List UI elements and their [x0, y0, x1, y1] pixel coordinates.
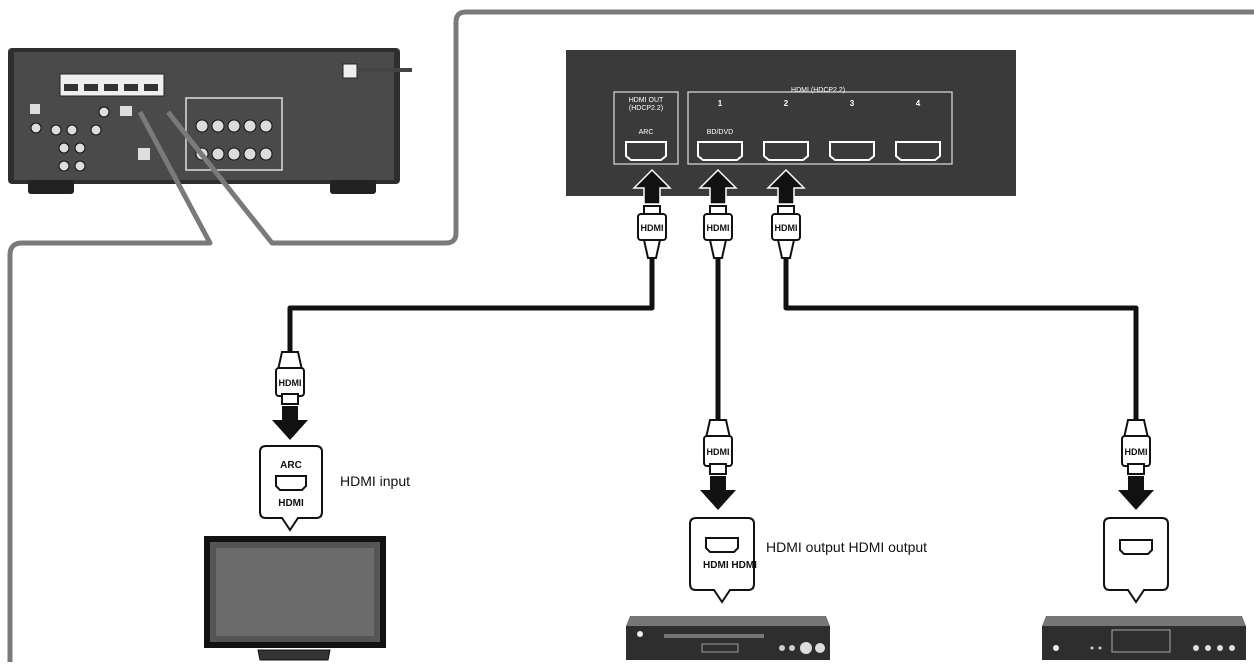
hdmi-plug-tv: HDMI — [275, 351, 305, 405]
hdmi-out-title: HDMI OUT — [629, 97, 664, 104]
cable-label: HDMI — [707, 447, 730, 457]
hdmi-in-port-3-icon — [829, 141, 875, 161]
hdmi-in-subtitle: (HDCP2.2) — [811, 87, 845, 94]
tv-hdmi-input-label: HDMI input — [340, 473, 410, 489]
hdmi-in-port-1-icon — [697, 141, 743, 161]
hdmi-out-subtitle: (HDCP2.2) — [629, 105, 663, 112]
hdmi-port-icon — [705, 537, 739, 553]
hdmi-out-port-icon — [625, 141, 667, 161]
arrow-up-icon — [698, 168, 738, 205]
cable-player2 — [783, 258, 1139, 420]
zoom-callout-outline — [7, 9, 1254, 662]
tv-bubble-hdmi-label: HDMI — [278, 498, 304, 509]
hdmi-plug-player1-cable-top: HDMI — [703, 205, 733, 259]
player2-hdmi-output-bubble — [1103, 517, 1169, 604]
hdmi-in-title: HDMI — [791, 87, 809, 94]
port-1-tag: BD/DVD — [707, 129, 733, 136]
cable-tv — [287, 258, 655, 352]
port-number-1: 1 — [718, 99, 723, 108]
arrow-down-icon — [1118, 476, 1154, 510]
hdmi-plug-player2: HDMI — [1121, 419, 1151, 475]
media-player-illustration — [1042, 616, 1246, 660]
tv-hdmi-arc-port-bubble: ARC HDMI — [259, 445, 323, 532]
arrow-down-icon — [272, 406, 308, 440]
port-number-3: 3 — [850, 99, 855, 108]
hdmi-plug-tv-cable-top: HDMI — [637, 205, 667, 259]
player1-bubble-hdmi-label: HDMI HDMI — [703, 560, 757, 571]
tv-bubble-arc-label: ARC — [280, 460, 302, 471]
cable-label: HDMI — [707, 223, 730, 233]
hdmi-plug-player2-cable-top: HDMI — [771, 205, 801, 259]
hdmi-panel: HDMI OUT (HDCP2.2) ARC HDMI (HDCP2.2) 1 … — [566, 50, 1016, 196]
arrow-down-icon — [700, 476, 736, 510]
port-number-2: 2 — [784, 99, 789, 108]
player1-hdmi-output-label: HDMI output HDMI output — [766, 539, 927, 555]
arrow-up-icon — [766, 168, 806, 205]
hdmi-port-icon — [1119, 539, 1153, 555]
receiver-rear — [8, 48, 412, 194]
hdmi-port-icon — [275, 475, 307, 491]
bd-dvd-player-illustration — [626, 616, 830, 660]
hdmi-in-port-2-icon — [763, 141, 809, 161]
tv-illustration — [204, 536, 386, 661]
player1-hdmi-output-bubble: HDMI HDMI — [689, 517, 757, 604]
cable-label: HDMI — [641, 223, 664, 233]
cable-label: HDMI — [1125, 447, 1148, 457]
hdmi-in-port-4-icon — [895, 141, 941, 161]
hdmi-plug-player1: HDMI — [703, 419, 733, 475]
arrow-up-icon — [632, 168, 672, 205]
cable-label: HDMI — [279, 378, 302, 388]
arc-small-label: ARC — [639, 129, 654, 136]
cable-label: HDMI — [775, 223, 798, 233]
port-number-4: 4 — [916, 99, 921, 108]
